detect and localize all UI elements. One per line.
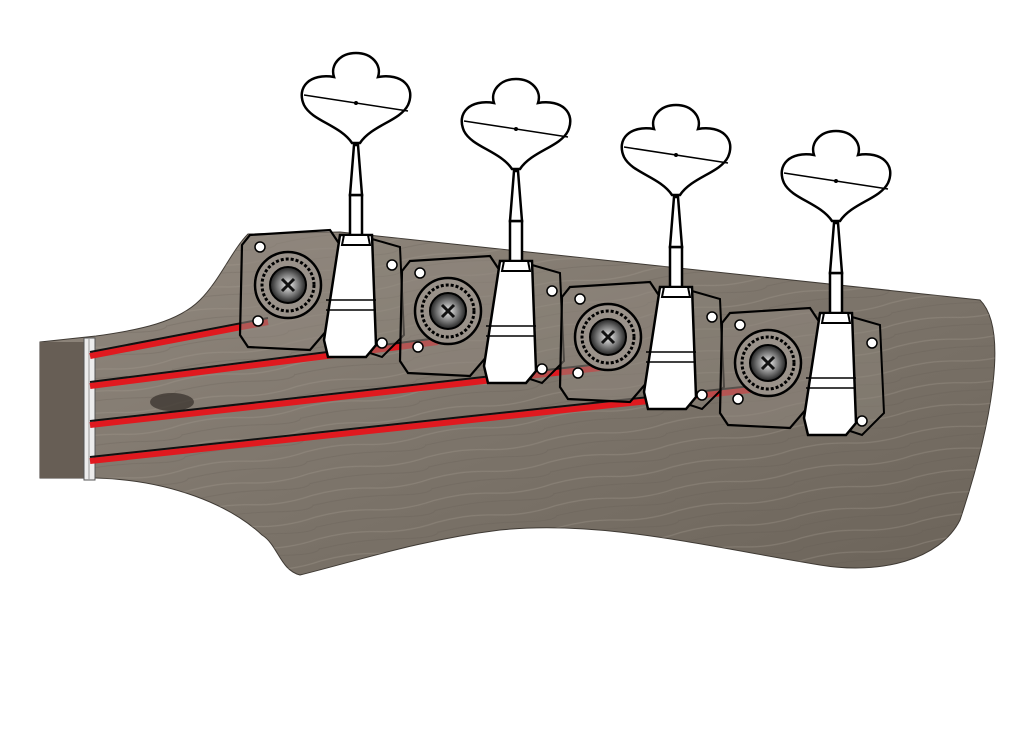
post-slot-icon [440, 303, 456, 319]
screw-icon [734, 319, 746, 331]
screw-icon [856, 415, 868, 427]
screw-icon [546, 285, 558, 297]
screw-icon [376, 337, 388, 349]
key-center-dot [834, 179, 838, 183]
tuner-1 [238, 51, 412, 359]
tuner-collar [820, 312, 852, 324]
screw-icon [536, 363, 548, 375]
key-center-dot [354, 101, 358, 105]
tuner-2 [398, 77, 572, 385]
tuner-key [780, 129, 892, 223]
tuner-housing [482, 259, 538, 385]
key-center-dot [674, 153, 678, 157]
screw-icon [696, 389, 708, 401]
key-stem [508, 169, 524, 223]
tuner-key [620, 103, 732, 197]
post-slot-icon [760, 355, 776, 371]
tuner-3 [558, 103, 732, 411]
post-slot-icon [280, 277, 296, 293]
tuner-housing [322, 233, 378, 359]
tuner-collar [500, 260, 532, 272]
post-slot-icon [600, 329, 616, 345]
screw-icon [574, 293, 586, 305]
fingerboard [40, 342, 86, 478]
tuner-key [460, 77, 572, 171]
key-stem [828, 221, 844, 275]
screw-icon [386, 259, 398, 271]
string-winding [740, 335, 796, 391]
screw-icon [732, 393, 744, 405]
string-winding [420, 283, 476, 339]
key-stem [668, 195, 684, 249]
tuner-housing [642, 285, 698, 411]
tuner-shaft [508, 219, 524, 263]
screw-icon [252, 315, 264, 327]
screw-icon [414, 267, 426, 279]
tuner-shaft [668, 245, 684, 289]
tuner-shaft [348, 193, 364, 237]
tuner-key [300, 51, 412, 145]
tuners-group [238, 51, 892, 437]
tuner-collar [660, 286, 692, 298]
tuner-4 [718, 129, 892, 437]
tuner-housing [802, 311, 858, 437]
screw-icon [866, 337, 878, 349]
key-center-dot [514, 127, 518, 131]
screw-icon [412, 341, 424, 353]
tuner-shaft [828, 271, 844, 315]
screw-icon [706, 311, 718, 323]
truss-rod-hole [150, 393, 194, 411]
screw-icon [254, 241, 266, 253]
string-winding [580, 309, 636, 365]
string-1 [89, 317, 269, 359]
tuner-collar [340, 234, 372, 246]
key-stem [348, 143, 364, 197]
screw-icon [572, 367, 584, 379]
string-winding [260, 257, 316, 313]
nut [83, 337, 96, 481]
